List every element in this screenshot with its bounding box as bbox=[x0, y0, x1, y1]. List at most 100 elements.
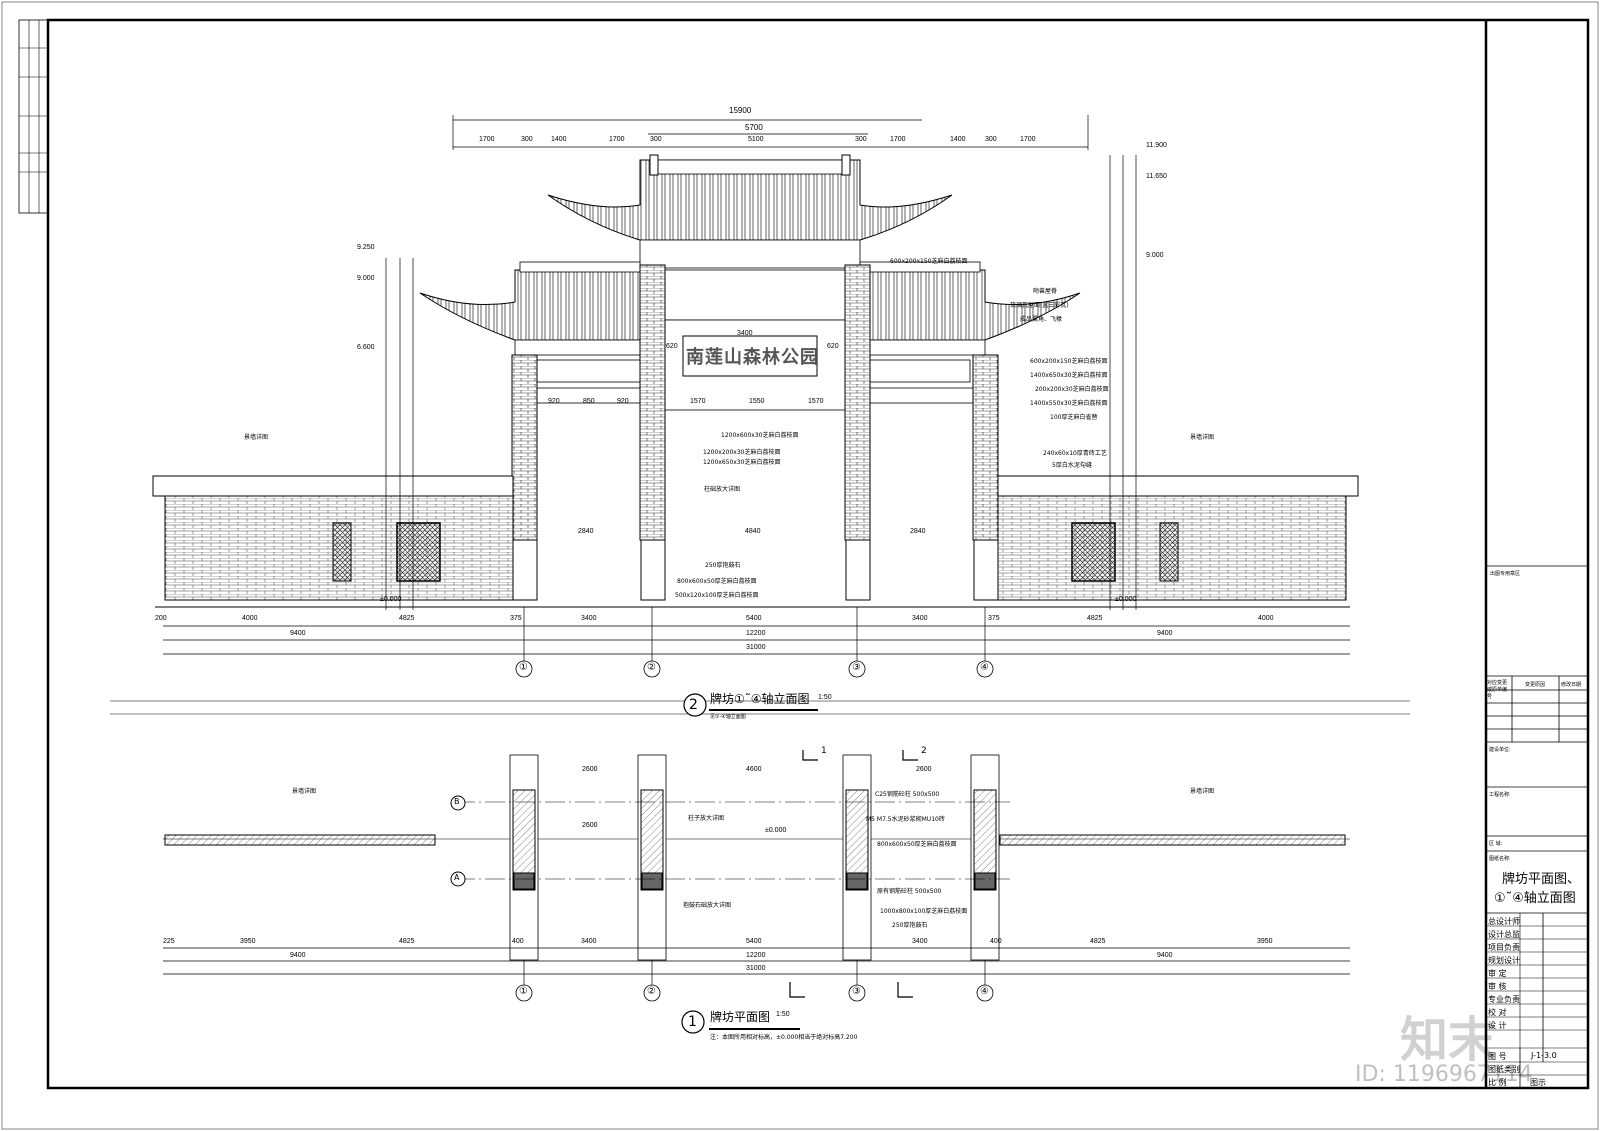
callout: 景墙详图 bbox=[1190, 788, 1215, 795]
callout: 抱鼓石础放大详图 bbox=[683, 902, 732, 909]
elevation-title: 牌坊①˜④轴立面图 bbox=[710, 692, 810, 706]
signoff-label: 审 定 bbox=[1488, 969, 1507, 978]
dim: 4825 bbox=[1087, 615, 1103, 622]
level-mark: 9.250 bbox=[357, 244, 375, 251]
dim: 4000 bbox=[242, 615, 258, 622]
dim: 4825 bbox=[1090, 938, 1106, 945]
dim: 3400 bbox=[581, 938, 597, 945]
elevation-scale: 1:50 bbox=[818, 694, 832, 701]
tb-project-label: 工程名称: bbox=[1489, 792, 1511, 798]
dim: 9400 bbox=[1157, 630, 1173, 637]
dim-top-seg: 300 bbox=[521, 136, 533, 143]
dim-top-seg: 5100 bbox=[748, 136, 764, 143]
dim: 3400 bbox=[912, 938, 928, 945]
dim: 375 bbox=[510, 615, 522, 622]
tb-rev-header: 修改日期 bbox=[1561, 682, 1582, 688]
brand-logo-watermark: 知末 bbox=[1400, 1012, 1497, 1068]
plan-title: 牌坊平面图 bbox=[710, 1010, 771, 1024]
axis-label: ④ bbox=[980, 986, 989, 997]
grid-row-b: B bbox=[454, 797, 460, 806]
signboard-text: 南莲山森林公园 bbox=[686, 347, 819, 368]
dim: 9400 bbox=[1157, 952, 1173, 959]
dim: 4600 bbox=[746, 766, 762, 773]
tb-rev-header: 对应变更 或原单编号 bbox=[1487, 680, 1508, 700]
dim: 5400 bbox=[746, 615, 762, 622]
tb-field-label: 图 号 bbox=[1488, 1052, 1507, 1061]
axis-label: ① bbox=[519, 986, 528, 997]
drawing-title-line1: 牌坊平面图、 bbox=[1502, 872, 1581, 887]
signboard-margin-left: 620 bbox=[666, 343, 678, 350]
signoff-label: 总设计师 bbox=[1488, 917, 1520, 926]
callout: 原有钢筋砼柱 500x500 bbox=[877, 888, 942, 895]
dim: 400 bbox=[990, 938, 1002, 945]
callout: 吻兽屋脊 bbox=[1033, 288, 1058, 295]
dim: 12200 bbox=[746, 952, 766, 959]
level-mark: ±0.000 bbox=[380, 596, 402, 603]
signoff-label: 审 核 bbox=[1488, 982, 1507, 991]
opening-dim: 2840 bbox=[578, 528, 594, 535]
id-watermark: ID: 1196967114 bbox=[1355, 1062, 1533, 1087]
dim-top-seg: 1400 bbox=[551, 136, 567, 143]
axis-label: ④ bbox=[980, 662, 989, 673]
axis-label: ③ bbox=[852, 662, 861, 673]
callout: C25钢筋砼柱 500x500 bbox=[875, 791, 940, 798]
dim: 4825 bbox=[399, 615, 415, 622]
tb-field-label: 比 例 bbox=[1488, 1078, 1507, 1087]
wall-callout: 景墙详图 bbox=[1190, 434, 1215, 441]
callout: 200x200x30芝麻白荔枝面 bbox=[1035, 386, 1109, 393]
signoff-label: 校 对 bbox=[1488, 1008, 1507, 1017]
dim-top-seg: 300 bbox=[650, 136, 662, 143]
plan-title-number: 1 bbox=[688, 1014, 697, 1030]
beam-dim: 1550 bbox=[749, 398, 765, 405]
callout: 600x200x150芝麻白荔枝面 bbox=[890, 258, 968, 265]
callout: 500x120x100厚芝麻白荔枝面 bbox=[675, 592, 759, 599]
dim-top-seg: 1700 bbox=[890, 136, 906, 143]
level-mark: ±0.000 bbox=[1115, 596, 1137, 603]
opening-dim: 4840 bbox=[745, 528, 761, 535]
dim: 5400 bbox=[746, 938, 762, 945]
tb-approval-note: 出图专用章区 bbox=[1490, 571, 1521, 577]
section-mark: 2 bbox=[921, 746, 927, 756]
axis-label: ① bbox=[519, 662, 528, 673]
callout: 柱子放大详图 bbox=[688, 815, 725, 822]
dim: 3950 bbox=[1257, 938, 1273, 945]
dim: 3950 bbox=[240, 938, 256, 945]
level-mark: 9.000 bbox=[1146, 252, 1164, 259]
signoff-label: 规划设计 bbox=[1488, 956, 1520, 965]
signoff-label: 项目负责 bbox=[1488, 943, 1520, 952]
callout: 1400x650x30芝麻白荔枝面 bbox=[1030, 372, 1108, 379]
dim-top-seg: 300 bbox=[985, 136, 997, 143]
dim: 2600 bbox=[582, 766, 598, 773]
callout: 600x200x150芝麻白荔枝面 bbox=[1030, 358, 1108, 365]
callout: 1400x550x30芝麻白荔枝面 bbox=[1030, 400, 1108, 407]
dim: 9400 bbox=[290, 630, 306, 637]
callout: 琉璃瓦屋面(蓝三彩瓦) bbox=[1010, 302, 1069, 309]
dim: 2600 bbox=[916, 766, 932, 773]
elevation-subnote: 见①-④轴立面图 bbox=[710, 714, 746, 720]
signboard-width: 3400 bbox=[737, 330, 753, 337]
callout: 1200x650x30芝麻白荔枝面 bbox=[703, 459, 781, 466]
plan-scale: 1:50 bbox=[776, 1011, 790, 1018]
dim: 3400 bbox=[912, 615, 928, 622]
tb-rev-header: 变更原因 bbox=[1525, 682, 1546, 688]
tb-area-label: 区 域: bbox=[1489, 841, 1503, 847]
dim: 3400 bbox=[581, 615, 597, 622]
signboard-margin-right: 620 bbox=[827, 343, 839, 350]
dim-top-seg: 1700 bbox=[1020, 136, 1036, 143]
callout: 250厚抱鼓石 bbox=[892, 922, 928, 929]
callout: 250厚抱鼓石 bbox=[705, 562, 741, 569]
tb-client-label: 建设单位: bbox=[1489, 747, 1511, 753]
dim: 2600 bbox=[582, 822, 598, 829]
level-mark: 9.000 bbox=[357, 275, 375, 282]
grid-row-a: A bbox=[454, 873, 460, 882]
signoff-label: 专业负责 bbox=[1488, 995, 1520, 1004]
callout: 800x600x50厚芝麻白荔枝面 bbox=[877, 841, 957, 848]
callout: 100厚芝麻白雀替 bbox=[1050, 414, 1098, 421]
plan-drawing bbox=[163, 750, 1350, 1034]
drawing-title-line2: ①˜④轴立面图 bbox=[1494, 891, 1576, 906]
callout: M5 M7.5水泥砂浆砌MU10砖 bbox=[866, 816, 945, 823]
tb-field-label: 图纸类别 bbox=[1488, 1065, 1520, 1074]
wall-callout: 景墙详图 bbox=[244, 434, 269, 441]
dim: 225 bbox=[163, 938, 175, 945]
